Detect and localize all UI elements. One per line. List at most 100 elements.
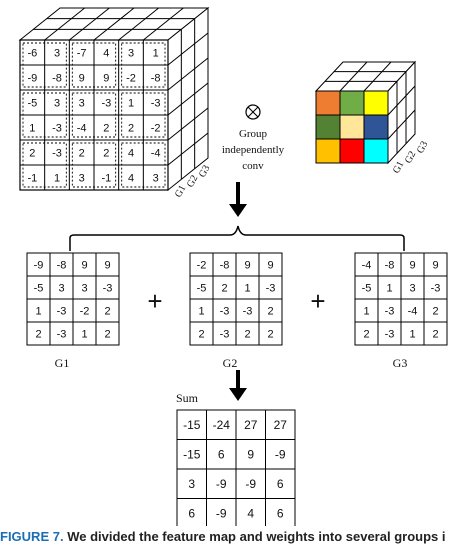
matrix-cell-value: 1 bbox=[81, 328, 87, 340]
cube-cell-value: 4 bbox=[103, 48, 109, 60]
matrix-cell-value: 9 bbox=[81, 259, 87, 271]
cube-cell-value: -5 bbox=[27, 98, 37, 110]
cube-cell-value: -3 bbox=[52, 123, 62, 135]
matrix-cell-value: -3 bbox=[57, 328, 67, 340]
matrix-cell-value: 3 bbox=[58, 282, 64, 294]
group-label-g1: G1 bbox=[173, 183, 188, 199]
matrix-cell-value: 4 bbox=[247, 507, 254, 521]
cube-cell-value: 2 bbox=[128, 123, 134, 135]
matrix-cell-value: 9 bbox=[244, 259, 250, 271]
cube-cell-value: 2 bbox=[29, 148, 35, 160]
matrix-cell-value: -5 bbox=[197, 282, 207, 294]
weight-cell bbox=[339, 90, 365, 116]
cube-cell-value: 3 bbox=[79, 98, 85, 110]
matrix-cell-value: 27 bbox=[274, 418, 288, 432]
matrix-cell-value: 2 bbox=[267, 328, 273, 340]
matrix-cell-value: -3 bbox=[385, 305, 395, 317]
cube-cell-value: 9 bbox=[79, 73, 85, 85]
weight-cell bbox=[363, 138, 389, 164]
cube-cell-value: -4 bbox=[151, 148, 161, 160]
cube-cell-value: -8 bbox=[151, 73, 161, 85]
matrix-cell-value: 2 bbox=[432, 305, 438, 317]
weight-cell bbox=[363, 90, 389, 116]
arrow-down-head-2 bbox=[229, 388, 247, 401]
cube-cell-value: 4 bbox=[128, 173, 134, 185]
weight-group-label-g2: G2 bbox=[403, 149, 418, 165]
cube-cell-value: -7 bbox=[77, 48, 87, 60]
cube-side-grid bbox=[167, 18, 209, 180]
weight-cell bbox=[315, 114, 341, 140]
weight-cell bbox=[315, 138, 341, 164]
weight-cell bbox=[339, 138, 365, 164]
group-label-g3: G3 bbox=[197, 163, 212, 179]
matrix-cell-value: 3 bbox=[81, 282, 87, 294]
matrix-cell-value: -8 bbox=[57, 259, 67, 271]
matrix-cell-value: -2 bbox=[197, 259, 207, 271]
arrow-down-head bbox=[229, 204, 247, 217]
matrix-cell-value: -5 bbox=[362, 282, 372, 294]
matrix-cell-value: -8 bbox=[385, 259, 395, 271]
matrix-cell-value: 2 bbox=[244, 328, 250, 340]
cube-cell-value: -3 bbox=[101, 98, 111, 110]
group-conv-operator: Group independently conv bbox=[222, 104, 285, 172]
weight-group-label-g3: G3 bbox=[415, 139, 430, 155]
matrix-cell-value: -3 bbox=[57, 305, 67, 317]
cube-cell-value: -3 bbox=[151, 98, 161, 110]
group-matrix-label-g3: G3 bbox=[393, 356, 408, 370]
cube-cell-value: 2 bbox=[103, 148, 109, 160]
cube-cell-value: -6 bbox=[27, 48, 37, 60]
matrix-cell-value: -3 bbox=[243, 305, 253, 317]
cube-cell-value: -8 bbox=[52, 73, 62, 85]
cube-cell-value: 3 bbox=[153, 173, 159, 185]
matrix-cell-value: 1 bbox=[244, 282, 250, 294]
cube-cell-value: -1 bbox=[101, 173, 111, 185]
group-matrix-label-g1: G1 bbox=[55, 356, 70, 370]
figure-number: FIGURE 7. bbox=[0, 529, 64, 544]
cube-cell-value: 3 bbox=[54, 98, 60, 110]
matrix-cell-value: -3 bbox=[266, 282, 276, 294]
matrix-cell-value: -9 bbox=[245, 477, 256, 491]
matrix-cell-value: -9 bbox=[275, 448, 286, 462]
cube-top-grid bbox=[33, 7, 195, 41]
weight-cell bbox=[363, 114, 389, 140]
cube-cell-value: 2 bbox=[103, 123, 109, 135]
cube-cell-value: 9 bbox=[103, 73, 109, 85]
matrix-cell-value: -24 bbox=[213, 418, 231, 432]
matrix-cell-value: 2 bbox=[221, 282, 227, 294]
cube-cell-value: -1 bbox=[27, 173, 37, 185]
cube-cell-value: -9 bbox=[27, 73, 37, 85]
diagram-canvas: -6 3 -7 4 3 1 -9 -8 9 9 -2 -8 -5 3 3 -3 1 -3 1 -3 -4 2 2 -2 2 -3 2… bbox=[18, 6, 448, 526]
sum-label: Sum bbox=[176, 391, 199, 405]
cube-cell-value: 1 bbox=[54, 173, 60, 185]
cube-cell-value: 3 bbox=[128, 48, 134, 60]
matrix-cell-value: 2 bbox=[104, 328, 110, 340]
matrix-cell-value: 1 bbox=[409, 328, 415, 340]
matrix-cell-value: 1 bbox=[198, 305, 204, 317]
matrix-cell-value: 6 bbox=[277, 477, 284, 491]
cube-cell-value: -3 bbox=[52, 148, 62, 160]
cube-cell-value: 3 bbox=[79, 173, 85, 185]
cube-cell-value: -2 bbox=[126, 73, 136, 85]
matrix-cell-value: 3 bbox=[409, 282, 415, 294]
plus-sign-1: + bbox=[147, 286, 162, 316]
cube-cell-value: 3 bbox=[54, 48, 60, 60]
matrix-cell-value: -9 bbox=[216, 507, 227, 521]
matrix-cell-value: 2 bbox=[363, 328, 369, 340]
matrix-cell-value: -3 bbox=[103, 282, 113, 294]
matrix-cell-value: 2 bbox=[198, 328, 204, 340]
matrix-cell-value: -4 bbox=[408, 305, 418, 317]
group-label-g2: G2 bbox=[185, 173, 200, 189]
matrix-cell-value: 1 bbox=[35, 305, 41, 317]
matrix-cell-value: 2 bbox=[432, 328, 438, 340]
figure-caption: FIGURE 7. We divided the feature map and… bbox=[0, 526, 474, 548]
grouping-brace bbox=[69, 225, 405, 251]
matrix-cell-value: 27 bbox=[244, 418, 258, 432]
matrix-cell-value: 2 bbox=[35, 328, 41, 340]
